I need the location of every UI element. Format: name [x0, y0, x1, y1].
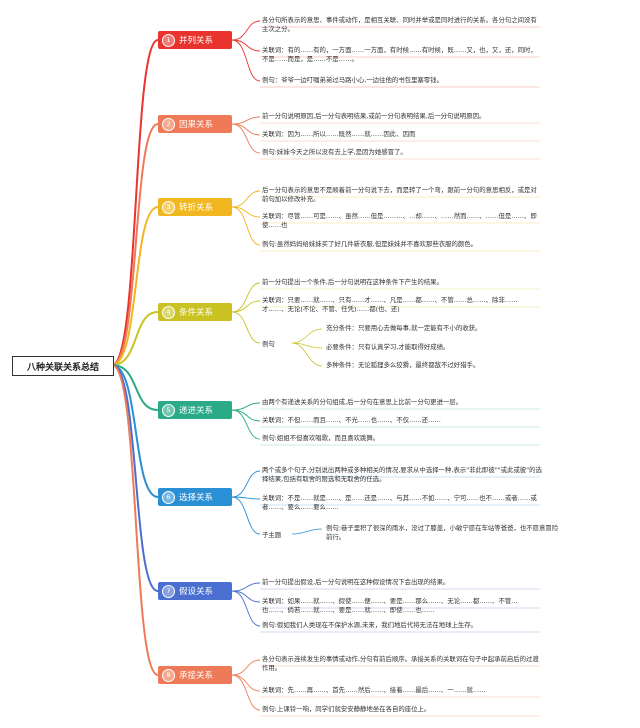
- sub-leaf-text: 多种条件：无论狐狸多么狡猾，最终都敌不过好猎手。: [326, 361, 480, 369]
- leaf-text: 关联词：不但……而且……、不光……也……、不仅……还……: [262, 416, 441, 424]
- leaf-text: 关联词：如果……就……、假使……便……、要是……那么……、无论……都……、不管……: [262, 597, 518, 614]
- branch-number-icon: 6: [162, 490, 175, 504]
- branch-title: 选择关系: [179, 493, 214, 503]
- branch-node-2: 2 因果关系: [158, 115, 232, 133]
- leaf-text: 关联词：尽管……可是……、虽然……但是………、…却……、……然而……、……但是……: [262, 212, 537, 229]
- leaf-text: 两个或多个句子,分别说出两种或多种相关的情况,要求从中选择一种,表示"非此即彼"…: [262, 466, 542, 483]
- branch-title: 并列关系: [179, 36, 214, 46]
- branch-number-icon: 7: [162, 584, 175, 598]
- root-node: 八种关联关系总结: [12, 356, 114, 376]
- leaf-text: 关联词：先……再……、首先……然后……、接着……最后……、一……就……: [262, 686, 486, 694]
- branch-number-icon: 3: [162, 200, 175, 214]
- leaf-text: 例句:假如我们人类现在不保护水源,未来，我们地后代将无法在地球上生存。: [262, 621, 478, 629]
- branch-title: 承接关系: [179, 671, 214, 681]
- sub-label: 子主题: [262, 531, 282, 539]
- branch-node-8: 8 承接关系: [158, 666, 232, 684]
- leaf-text: 关联词：因为……所以……既然……就……因此、因而: [262, 130, 416, 138]
- leaf-text: 关联词：有的……有的，一方面……一方面，有时候……有时候，既……又，也，又，还，…: [262, 46, 537, 63]
- sub-label: 例句: [262, 340, 275, 348]
- leaf-text: 关联词：不是……就是……、是……还是……、与其……不如……、宁可……也不……或者…: [262, 494, 537, 511]
- branch-node-1: 1 并列关系: [158, 31, 232, 49]
- branch-title: 递进关系: [179, 406, 214, 416]
- leaf-text: 前一分句提出假设,后一分句说明在这种假设情况下会出现的结果。: [262, 578, 450, 586]
- branch-number-icon: 2: [162, 117, 175, 131]
- branch-title: 转折关系: [179, 203, 214, 213]
- sub-leaf-text: 必要条件：只有认真学习,才能取得好成绩。: [326, 343, 450, 351]
- leaf-text: 例句:姐姐不但喜欢唱歌，而且喜欢跳舞。: [262, 434, 380, 442]
- leaf-text: 关联词：只要……就……、只有……才……、凡是……都……、不管……总……、除非………: [262, 296, 518, 313]
- leaf-text: 各分句表示连续发生的事情或动作,分句有前后顺序。承接关系的关联词在句子中起承前启…: [262, 655, 539, 672]
- sub-leaf-text: 充分条件：只要用心去做每事,就一定能有不小的收获。: [326, 324, 482, 332]
- branch-node-5: 5 递进关系: [158, 401, 232, 419]
- branch-node-4: 4 条件关系: [158, 303, 232, 321]
- branch-node-6: 6 选择关系: [158, 488, 232, 506]
- leaf-text: 例句:妹妹今天之所以没有去上学,是因为她感冒了。: [262, 148, 407, 156]
- leaf-text: 由两个有递进关系的分句组成,后一分句在意思上比前一分句更进一层。: [262, 398, 463, 406]
- leaf-text: 例句：爷爷一边叮嘱弟弟过马路小心,一边往他的书包里塞零钱。: [262, 76, 443, 84]
- branch-title: 假设关系: [179, 587, 214, 597]
- branch-node-3: 3 转折关系: [158, 198, 232, 216]
- branch-number-icon: 1: [162, 33, 175, 47]
- branch-node-7: 7 假设关系: [158, 582, 232, 600]
- leaf-text: 后一分句表示的意思不是顺着前一分句说下去，而是转了一个弯，跟前一分句的意思相反，…: [262, 186, 537, 203]
- branch-number-icon: 4: [162, 305, 175, 319]
- leaf-text: 例句:虽然妈妈给妹妹买了好几件新衣服,但是妹妹并不喜欢那些衣服的颜色。: [262, 240, 478, 248]
- leaf-text: 前一分句说明原因,后一分句表明结果,或前一分句表明结果,后一分句说明原因。: [262, 112, 486, 120]
- branch-title: 因果关系: [179, 120, 214, 130]
- sub-leaf-text: 例句:巷子里积了很深的雨水，没过了膝盖，小敏宁愿在车站等爸爸，也不愿意冒险前行。: [326, 524, 559, 541]
- leaf-text: 前一分句提出一个条件,后一分句说明在这种条件下产生的结果。: [262, 278, 443, 286]
- leaf-text: 例句:上课铃一响，同学们就安安静静地坐在各自的座位上。: [262, 705, 431, 713]
- branch-title: 条件关系: [179, 308, 214, 318]
- branch-number-icon: 8: [162, 668, 175, 682]
- leaf-text: 各分句所表示的意思、事件或动作，是相互关联、同时并举或是同时进行的关系。各分句之…: [262, 16, 537, 33]
- branch-number-icon: 5: [162, 403, 175, 417]
